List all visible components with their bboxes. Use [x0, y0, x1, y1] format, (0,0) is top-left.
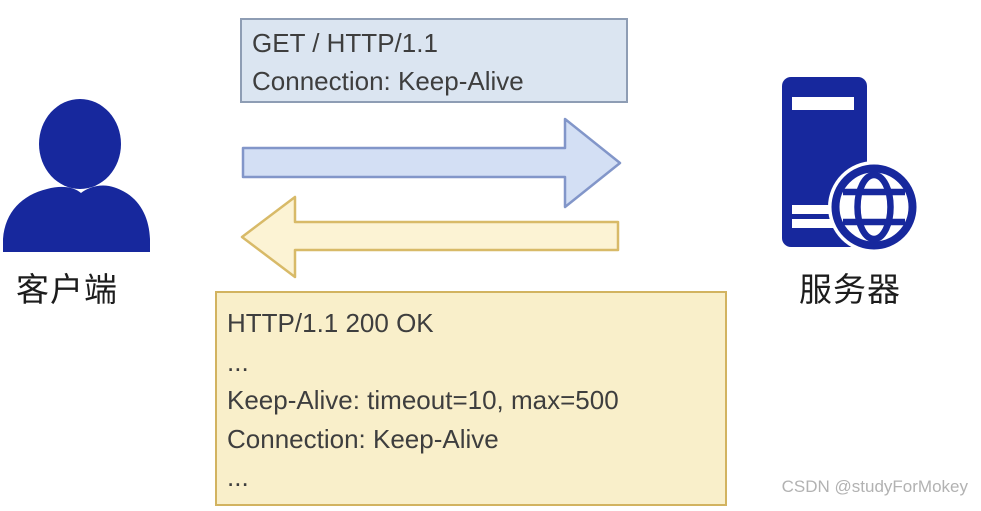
server-label: 服务器: [799, 271, 901, 308]
request-arrow: [241, 117, 622, 209]
server-slot-bottom-2: [792, 219, 854, 228]
response-line-1: HTTP/1.1 200 OK: [227, 308, 434, 338]
server-tower-icon: [782, 77, 920, 253]
client-label: 客户端: [16, 271, 118, 308]
server-slot-bottom-1: [792, 205, 854, 214]
server-slot-top: [792, 97, 854, 110]
response-line-5: ...: [227, 462, 249, 492]
request-line-2: Connection: Keep-Alive: [252, 66, 524, 96]
response-message-box: HTTP/1.1 200 OK ... Keep-Alive: timeout=…: [215, 291, 727, 506]
globe-icon: [828, 161, 920, 253]
request-arrow-shape: [241, 117, 622, 209]
response-line-4: Connection: Keep-Alive: [227, 423, 499, 454]
client-person-icon: [3, 99, 150, 252]
response-line-2: ...: [227, 346, 249, 377]
csdn-watermark: CSDN @studyForMokey: [781, 477, 968, 496]
response-arrow-shape: [240, 195, 620, 279]
response-arrow: [240, 195, 620, 279]
request-message-box: GET / HTTP/1.1 Connection: Keep-Alive: [240, 18, 628, 103]
response-line-3: Keep-Alive: timeout=10, max=500: [227, 385, 619, 415]
request-line-1: GET / HTTP/1.1: [252, 28, 438, 58]
